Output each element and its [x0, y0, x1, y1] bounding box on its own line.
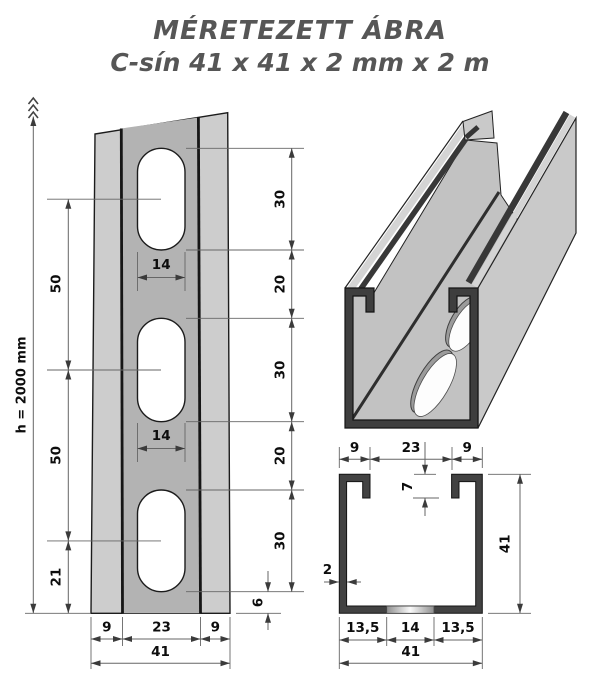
- cs-bottom-dim-1: 13,5: [346, 620, 379, 636]
- front-right-dim-3: 30: [273, 361, 289, 380]
- front-slot-width-dim-2: 14: [152, 428, 171, 444]
- front-height-label: h = 2000 mm: [15, 337, 30, 434]
- front-right-dim-2: 20: [273, 275, 289, 294]
- cs-top-dim-2: 23: [402, 440, 421, 456]
- cs-lip-depth-dim: 7: [400, 482, 416, 491]
- drawing-title: MÉRETEZETT ÁBRA C-sín 41 x 41 x 2 mm x 2…: [0, 16, 600, 78]
- front-end-gap-dim: 6: [251, 598, 267, 607]
- front-pitch-dim-3: 21: [49, 568, 65, 587]
- front-bottom-total-dim: 41: [151, 644, 170, 660]
- front-right-dim-5: 30: [273, 532, 289, 551]
- front-right-dim-4: 20: [273, 447, 289, 466]
- cross-section-drawing: [338, 473, 483, 614]
- channel-front-cut-face: [344, 287, 479, 429]
- isometric-view-drawing: [344, 110, 577, 429]
- cs-bottom-dim-2: 14: [401, 620, 420, 636]
- front-pitch-dim-1: 50: [49, 274, 65, 293]
- title-line-1: MÉRETEZETT ÁBRA: [153, 16, 447, 46]
- front-view-dimensions: h = 2000 mm 50 50 21 14 14: [15, 96, 304, 669]
- front-right-dim-1: 30: [273, 190, 289, 209]
- cs-bottom-total-dim: 41: [401, 644, 420, 660]
- cs-top-dim-1: 9: [350, 440, 359, 456]
- front-slot-width-dim-1: 14: [152, 257, 171, 273]
- cs-top-dim-3: 9: [462, 440, 471, 456]
- front-pitch-dim-2: 50: [49, 446, 65, 465]
- front-bottom-dim-3: 9: [211, 620, 220, 636]
- title-line-2: C-sín 41 x 41 x 2 mm x 2 m: [110, 47, 490, 77]
- cs-height-dim: 41: [498, 534, 514, 553]
- cross-section-dimensions: 9 23 9 7 41 2 13,5: [323, 440, 531, 669]
- section-profile: [338, 473, 483, 614]
- section-bottom-slot: [386, 605, 435, 614]
- front-view-drawing: [90, 111, 231, 614]
- front-bottom-dim-1: 9: [102, 620, 111, 636]
- cs-bottom-dim-3: 13,5: [441, 620, 474, 636]
- cs-thickness-dim: 2: [323, 562, 332, 578]
- front-bottom-dim-2: 23: [152, 620, 171, 636]
